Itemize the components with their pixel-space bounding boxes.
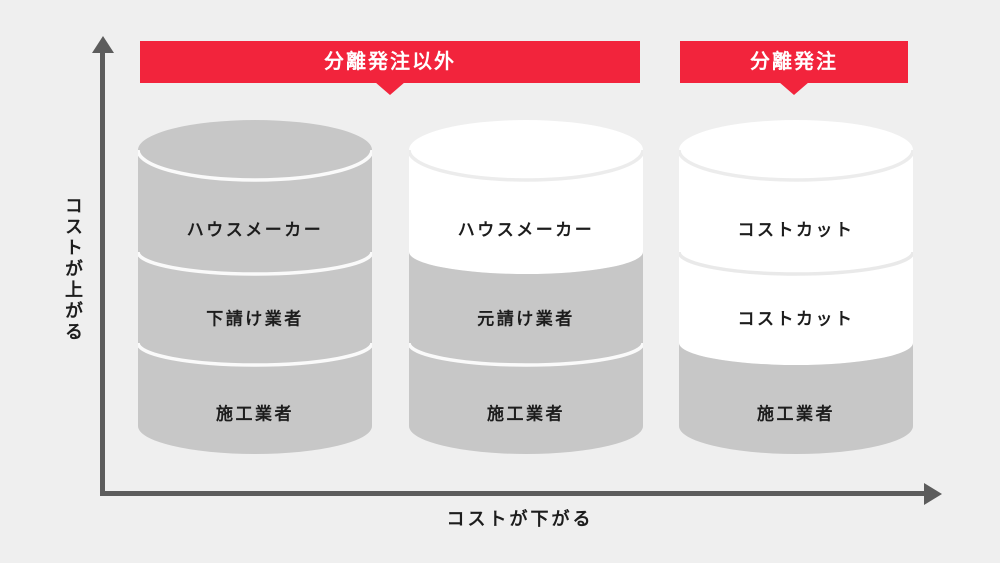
banner-separate-order: 分離発注 — [680, 41, 908, 95]
cap-edge-line — [679, 149, 913, 182]
y-axis-label: コストが上がる — [63, 196, 83, 343]
segment-label: 施工業者 — [216, 404, 294, 424]
banner-pointer-icon — [779, 82, 809, 95]
cylinder-cap — [138, 120, 372, 180]
banner-label: 分離発注以外 — [324, 51, 456, 73]
segment-label: ハウスメーカー — [186, 220, 324, 240]
segment-label: 施工業者 — [757, 404, 835, 424]
divider-line — [138, 251, 372, 276]
cylinder-graphic — [409, 120, 643, 454]
banner-pointer-icon — [375, 82, 405, 95]
cylinder-segment-middle — [679, 252, 913, 365]
banner-non-separate-order: 分離発注以外 — [140, 41, 640, 95]
cylinder-stack-2: ハウスメーカー 元請け業者 施工業者 — [409, 119, 643, 459]
cylinder-segment-bottom — [138, 343, 372, 454]
cap-edge-line — [409, 149, 643, 182]
cap-edge-line — [138, 149, 372, 182]
divider-line — [138, 342, 372, 367]
cylinder-stack-1: ハウスメーカー 下請け業者 施工業者 — [138, 119, 372, 459]
divider-line — [409, 342, 643, 367]
cylinder-segment-middle — [409, 252, 643, 365]
x-axis-arrowhead-icon — [924, 483, 942, 505]
segment-label: ハウスメーカー — [457, 220, 595, 240]
cylinder-segment-bottom — [409, 343, 643, 454]
y-axis-arrowhead-icon — [92, 36, 114, 53]
cylinder-cap — [679, 120, 913, 180]
cylinder-graphic — [679, 120, 913, 454]
divider-line — [679, 251, 913, 276]
cylinder-segment-top — [409, 150, 643, 274]
cylinder-graphic — [138, 120, 372, 454]
y-axis-line — [100, 50, 105, 496]
segment-label: 施工業者 — [487, 404, 565, 424]
cylinder-segment-middle — [138, 252, 372, 365]
cylinder-segment-bottom — [679, 343, 913, 454]
segment-label: コストカット — [737, 309, 855, 329]
segment-label: 下請け業者 — [206, 309, 304, 329]
segment-label: 元請け業者 — [477, 309, 575, 329]
cylinder-cap — [409, 120, 643, 180]
x-axis-line — [100, 491, 926, 496]
cylinder-segment-top — [679, 150, 913, 274]
cylinder-stack-3: コストカット コストカット 施工業者 — [679, 119, 913, 459]
x-axis-label: コストが下がる — [446, 509, 594, 529]
banner-label: 分離発注 — [750, 51, 838, 73]
cylinder-segment-top — [138, 150, 372, 274]
segment-label: コストカット — [737, 220, 855, 240]
